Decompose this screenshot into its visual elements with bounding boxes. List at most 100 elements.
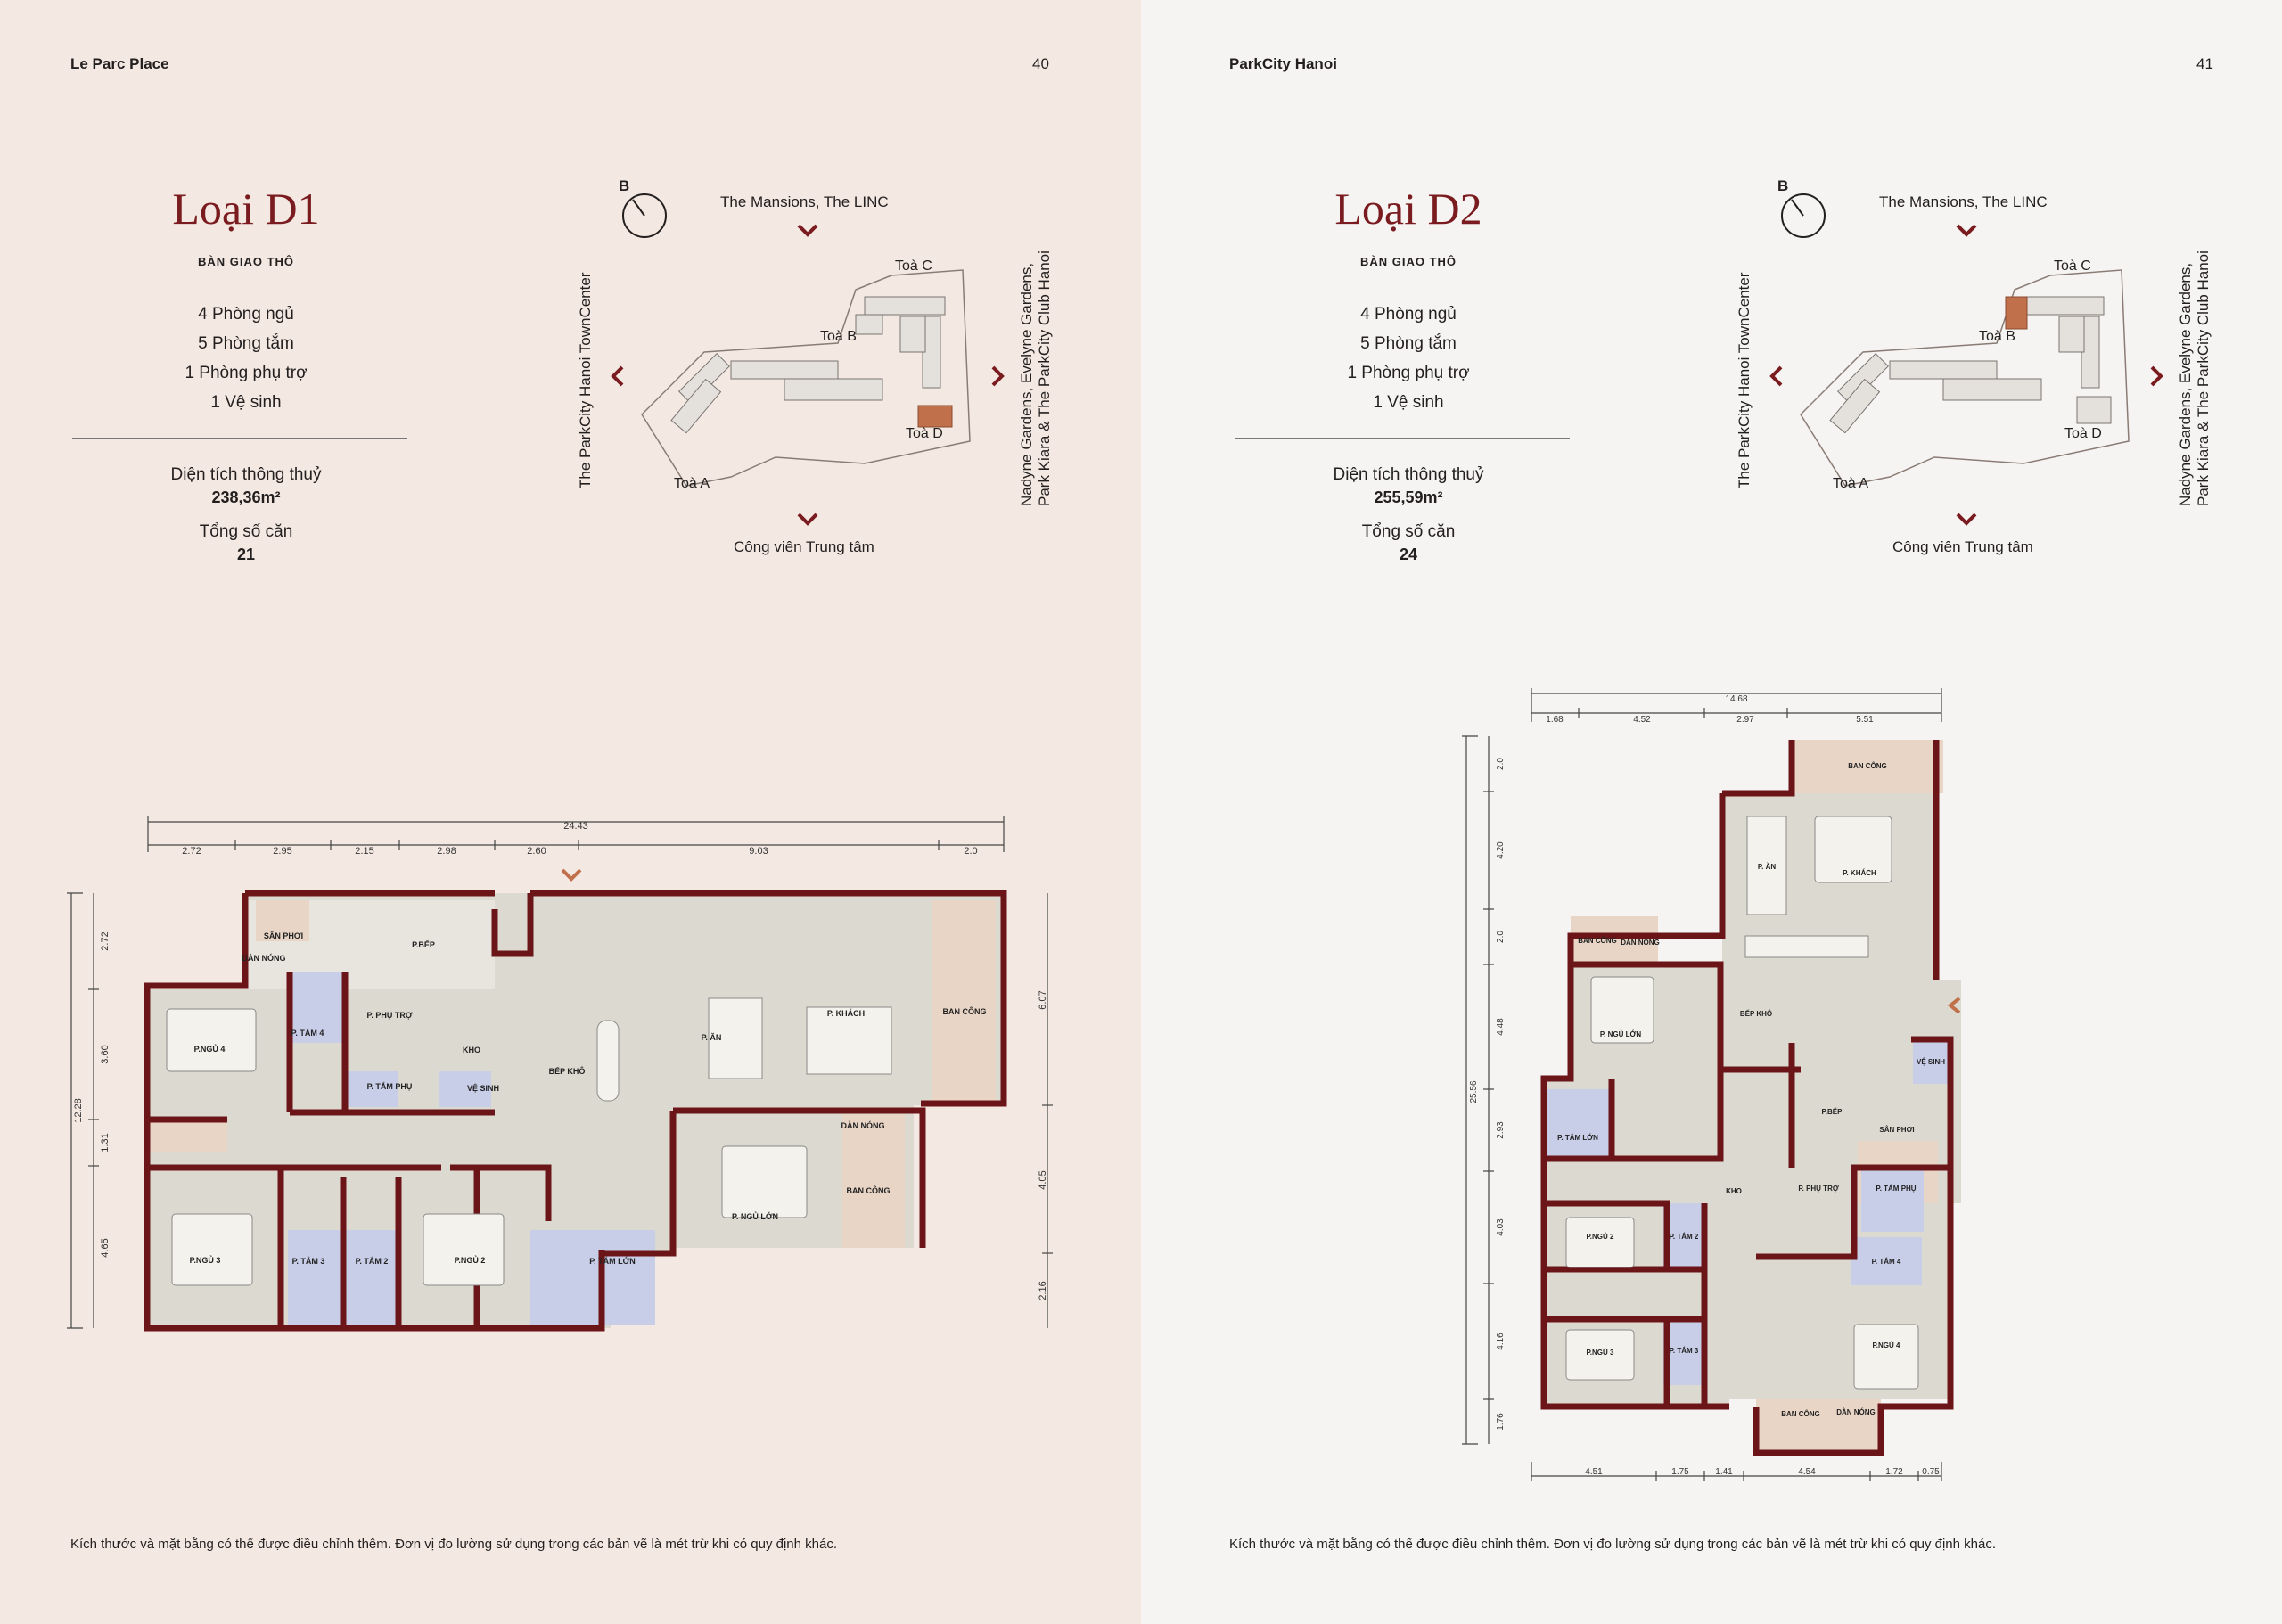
- orientation-right: Nadyne Gardens, Evelyne Gardens, Park Ki…: [1018, 250, 1054, 506]
- dim-label: 2.98: [437, 846, 456, 857]
- dim-label: 4.05: [1038, 1170, 1048, 1189]
- chevron-right-icon: [2150, 365, 2163, 387]
- unit-type-title: Loại D1: [172, 184, 320, 234]
- room-item: 4 Phòng ngủ: [1360, 305, 1457, 324]
- tower-d-label: Toà D: [2064, 426, 2102, 441]
- tower-c-label: Toà C: [2054, 258, 2091, 274]
- room-label: KHO: [463, 1046, 480, 1054]
- chevron-left-icon: [611, 365, 624, 387]
- dim-total: 24.43: [563, 821, 588, 832]
- dim-label: 2.0: [964, 846, 977, 857]
- room-label: DÀN NÓNG: [841, 1120, 885, 1130]
- orientation-right-line1: Nadyne Gardens, Evelyne Gardens,: [1018, 262, 1035, 506]
- unit-count-value: 21: [236, 545, 256, 563]
- page-number: 40: [1032, 55, 1049, 72]
- dim-label: 1.31: [100, 1133, 111, 1152]
- area-label: Diện tích thông thuỷ: [170, 465, 322, 484]
- orientation-bottom: Công viên Trung tâm: [1892, 538, 2033, 555]
- dim-label: 3.60: [100, 1045, 111, 1063]
- dim-label: 4.52: [1633, 715, 1651, 725]
- orientation-right-line2: Park Kiara & The ParkCity Club Hanoi: [1036, 250, 1053, 506]
- highlight-unit: [917, 405, 953, 428]
- room-label: SÂN PHƠI: [264, 931, 303, 940]
- dim-label: 2.95: [273, 846, 291, 857]
- compass-icon: B: [619, 177, 667, 238]
- room-label: P. NGỦ LỚN: [1600, 1030, 1641, 1038]
- room-label: P.NGỦ 3: [1587, 1349, 1615, 1357]
- dim-total: 25.56: [1469, 1080, 1479, 1103]
- chevron-up-icon: [1956, 224, 1977, 237]
- room-label: VỆ SINH: [467, 1083, 499, 1093]
- room-label: P.BẾP: [1822, 1107, 1843, 1116]
- room-label: P. TẮM PHỤ: [1876, 1185, 1916, 1193]
- room-label: BAN CÔNG: [1578, 937, 1617, 945]
- dim-label: 0.75: [1922, 1467, 1940, 1477]
- dim-label: 1.68: [1546, 715, 1564, 725]
- divider: [72, 438, 407, 439]
- chevron-left-icon: [1769, 365, 1783, 387]
- room-label: P. TẮM 4: [1872, 1258, 1901, 1266]
- floor-plan-d1: 24.43 2.72 2.95 2.15 2.98 2.60 9.03 2.0 …: [67, 816, 1053, 1332]
- dim-label: 2.0: [1496, 931, 1506, 943]
- dim-label: 2.97: [1736, 715, 1754, 725]
- room-label: KHO: [1726, 1187, 1742, 1195]
- orientation-top: The Mansions, The LINC: [720, 193, 889, 210]
- room-item: 1 Vệ sinh: [210, 393, 282, 412]
- dim-label: 4.16: [1496, 1333, 1506, 1350]
- room-label: P. TẮM 3: [292, 1257, 325, 1266]
- dim-label: 2.16: [1038, 1281, 1048, 1300]
- room-item: 5 Phòng tắm: [1360, 334, 1457, 353]
- dim-label: 1.72: [1885, 1467, 1903, 1477]
- room-label: P. PHỤ TRỢ: [366, 1011, 412, 1020]
- room-label: VỆ SINH: [1917, 1058, 1945, 1066]
- room-label: DÀN NÓNG: [1621, 939, 1660, 947]
- dim-label: 9.03: [749, 846, 768, 857]
- dim-label: 4.48: [1496, 1018, 1506, 1036]
- room-label: P. NGỦ LỚN: [732, 1211, 778, 1221]
- dim-label: 5.51: [1856, 715, 1874, 725]
- dim-label: 4.51: [1585, 1467, 1603, 1477]
- orientation-top: The Mansions, The LINC: [1879, 193, 2048, 210]
- page-number: 41: [2196, 55, 2213, 72]
- dim-label: 2.72: [100, 931, 111, 950]
- area-label: Diện tích thông thuỷ: [1333, 465, 1484, 484]
- entrance-chevron-icon: [561, 868, 582, 882]
- handover-label: BÀN GIAO THÔ: [1359, 255, 1457, 268]
- site-plan: Toà B Toà C Toà D Toà A: [1769, 224, 2163, 526]
- compass-letter: B: [619, 177, 629, 194]
- room-label: P. KHÁCH: [827, 1009, 865, 1018]
- unit-count-label: Tổng số căn: [1361, 522, 1456, 541]
- room-label: P. ĂN: [1758, 863, 1777, 871]
- dim-total: 12.28: [73, 1098, 84, 1123]
- area-value: 238,36m²: [211, 488, 281, 506]
- dim-total: 14.68: [1725, 694, 1747, 704]
- room-label: BẾP KHÔ: [549, 1066, 586, 1076]
- project-name: Le Parc Place: [70, 55, 169, 72]
- footnote: Kích thước và mặt bằng có thể được điều …: [1229, 1537, 1996, 1552]
- tower-b-label: Toà B: [1979, 329, 2015, 344]
- orientation-left: The ParkCity Hanoi TownCenter: [1736, 272, 1753, 488]
- tower-b-label: Toà B: [820, 329, 857, 344]
- room-label: BAN CÔNG: [943, 1006, 987, 1016]
- handover-label: BÀN GIAO THÔ: [197, 255, 295, 268]
- floor-plan-d2: 14.68 1.68 4.52 2.97 5.51 4.51 1.75 1.41…: [1462, 688, 1961, 1481]
- tower-a-label: Toà A: [1833, 476, 1868, 491]
- room-label: P.NGỦ 2: [1587, 1233, 1615, 1241]
- room-label: P. TẮM PHỤ: [367, 1082, 413, 1091]
- dim-label: 2.72: [182, 846, 201, 857]
- dim-label: 4.65: [100, 1238, 111, 1257]
- left-page: Le Parc Place 40 Loại D1 BÀN GIAO THÔ 4 …: [0, 0, 1141, 1624]
- room-label: P.NGỦ 2: [455, 1255, 486, 1265]
- room-list: 4 Phòng ngủ 5 Phòng tắm 1 Phòng phụ trợ …: [1241, 299, 1576, 417]
- dim-label: 4.54: [1798, 1467, 1816, 1477]
- orientation-left: The ParkCity Hanoi TownCenter: [577, 272, 594, 488]
- area-value: 255,59m²: [1374, 488, 1443, 506]
- room-label: P.NGỦ 4: [1873, 1341, 1901, 1349]
- room-label: P.BẾP: [412, 940, 435, 949]
- dim-label: 2.60: [527, 846, 546, 857]
- room-label: DÀN NÓNG: [242, 953, 286, 963]
- unit-count-label: Tổng số căn: [199, 522, 293, 541]
- unit-type-title: Loại D2: [1334, 184, 1482, 234]
- dim-label: 1.76: [1496, 1413, 1506, 1431]
- room-label: SÂN PHƠI: [1879, 1126, 1914, 1134]
